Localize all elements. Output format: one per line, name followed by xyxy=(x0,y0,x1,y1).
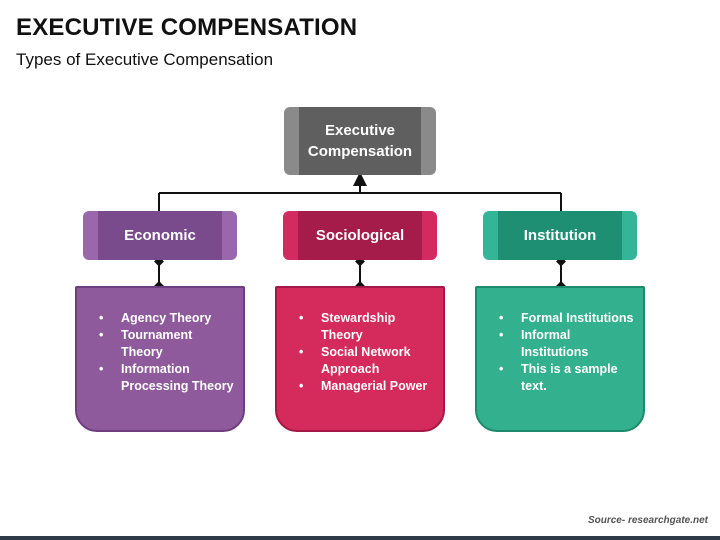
bullet-icon: • xyxy=(99,362,104,376)
category-institution: Institution xyxy=(483,211,637,260)
list-item: • This is a sample text. xyxy=(485,361,637,395)
list-item: • Stewardship Theory xyxy=(285,310,437,344)
category-sociological-label: Sociological xyxy=(315,227,405,244)
bullet-icon: • xyxy=(499,328,504,342)
root-node-line1: Executive xyxy=(324,122,396,139)
slide-title: EXECUTIVE COMPENSATION xyxy=(16,14,358,41)
card-sociological-list: • Stewardship Theory • Social Network Appr… xyxy=(285,310,437,395)
category-economic: Economic xyxy=(83,211,237,260)
card-economic: • Agency Theory • Tournament Theory • Infor… xyxy=(75,286,245,432)
bullet-icon: • xyxy=(299,379,304,393)
card-institution: • Formal Institutions • Informal Instituti… xyxy=(475,286,645,432)
card-institution-list: • Formal Institutions • Informal Instituti… xyxy=(485,310,637,395)
list-item-text: Stewardship Theory xyxy=(321,311,396,342)
card-sociological: • Stewardship Theory • Social Network Appr… xyxy=(275,286,445,432)
list-item-text: Tournament Theory xyxy=(121,328,193,359)
list-item-text: Informal Institutions xyxy=(521,328,589,359)
bottom-bar xyxy=(0,536,720,540)
bullet-icon: • xyxy=(299,311,304,325)
bullet-icon: • xyxy=(99,328,104,342)
category-sociological: Sociological xyxy=(283,211,437,260)
root-node-line2: Compensation xyxy=(307,143,413,160)
list-item-text: Agency Theory xyxy=(121,311,212,325)
slide-subtitle: Types of Executive Compensation xyxy=(16,50,274,69)
list-item-text: Formal Institutions xyxy=(521,311,634,325)
bullet-icon: • xyxy=(499,362,504,376)
list-item: • Tournament Theory xyxy=(85,327,237,361)
bullet-icon: • xyxy=(499,311,504,325)
category-economic-label: Economic xyxy=(124,227,196,244)
bullet-icon: • xyxy=(99,311,104,325)
list-item-text: Information Processing Theory xyxy=(121,362,234,393)
category-institution-label: Institution xyxy=(523,227,597,244)
list-item: • Agency Theory xyxy=(85,310,237,327)
source-note: Source- researchgate.net xyxy=(587,515,708,526)
list-item-text: Social Network Approach xyxy=(321,345,411,376)
list-item: • Formal Institutions xyxy=(485,310,637,327)
list-item-text: Managerial Power xyxy=(321,379,428,393)
card-economic-list: • Agency Theory • Tournament Theory • Infor… xyxy=(85,310,237,395)
list-item: • Information Processing Theory xyxy=(85,361,237,395)
list-item: • Social Network Approach xyxy=(285,344,437,378)
list-item: • Managerial Power xyxy=(285,378,437,395)
root-node: Executive Compensation xyxy=(284,107,436,175)
bullet-icon: • xyxy=(299,345,304,359)
list-item: • Informal Institutions xyxy=(485,327,637,361)
list-item-text: This is a sample text. xyxy=(521,362,618,393)
